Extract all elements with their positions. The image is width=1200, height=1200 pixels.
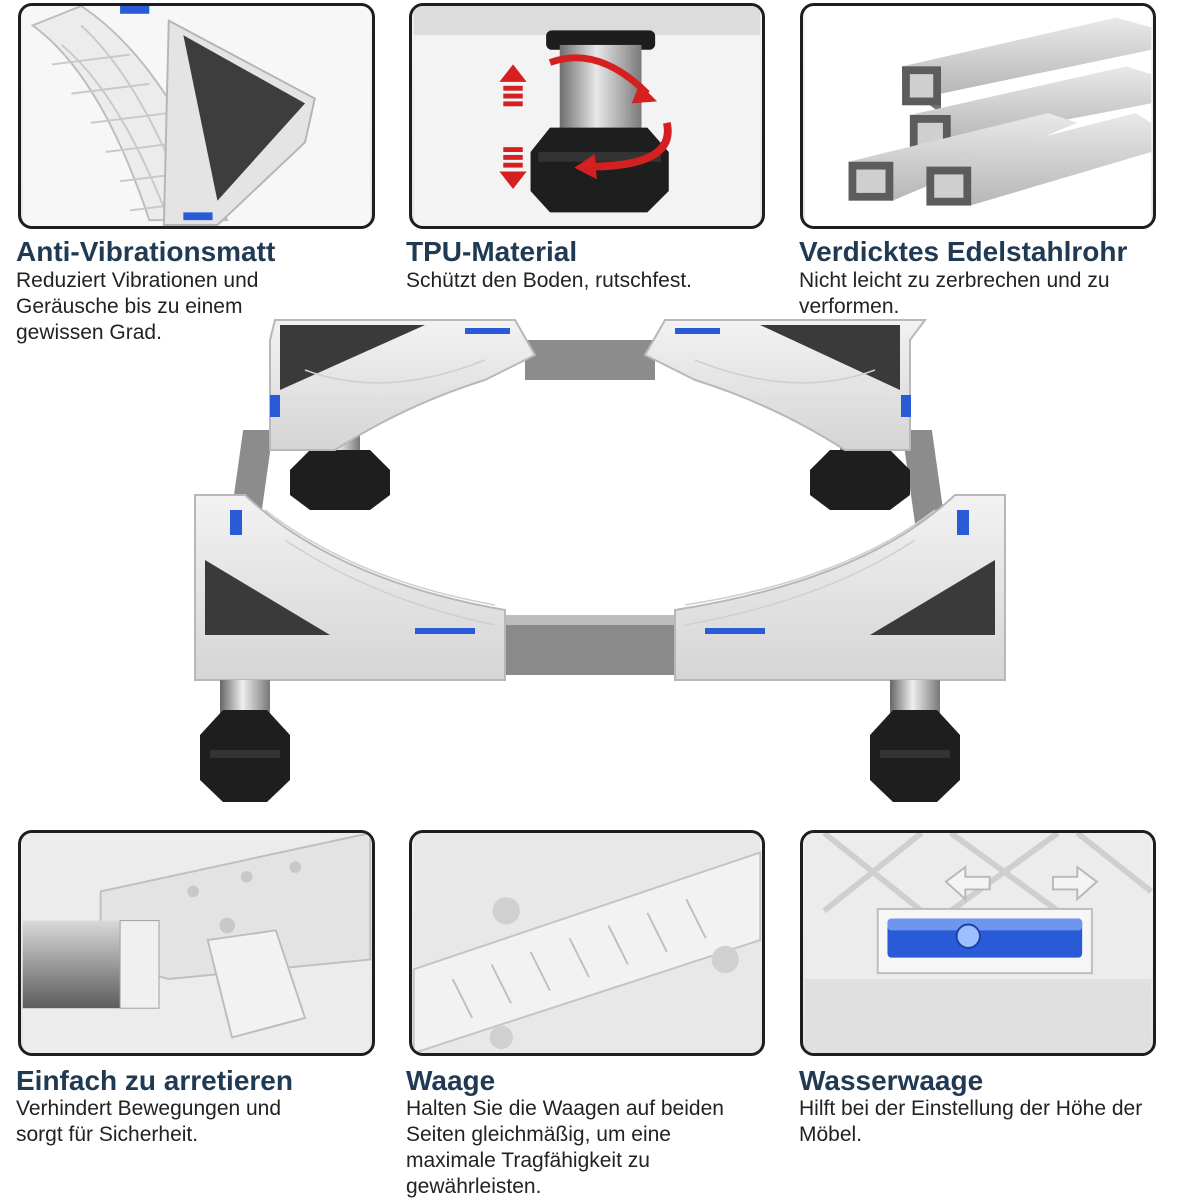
rubber-pad [183, 35, 306, 201]
tpu-foot-illustration [413, 6, 761, 226]
scale-photo [409, 830, 765, 1056]
product-illustration [194, 319, 1006, 802]
lock-illustration [22, 833, 372, 1053]
spirit-level-illustration [804, 833, 1153, 1053]
scale-illustration [412, 833, 762, 1053]
left-arrow-icon [944, 865, 991, 902]
feature-title-steel-tube: Verdicktes Edelstahlrohr [799, 236, 1128, 267]
feature-desc-tpu: Schützt den Boden, rutschfest. [406, 269, 693, 292]
down-arrow-icon [499, 147, 527, 190]
right-arrow-icon [1051, 865, 1099, 902]
feature-title-lock: Einfach zu arretieren [16, 1065, 293, 1096]
feature-title-spirit-level: Wasserwaage [799, 1065, 984, 1096]
feature-title-tpu: TPU-Material [406, 236, 578, 267]
anti-vibration-illustration [22, 6, 371, 226]
feature-title-scale: Waage [406, 1065, 496, 1096]
tpu-foot-photo [409, 3, 765, 229]
feature-desc-spirit-level: Hilft bei der Einstellung der Höhe der M… [799, 1097, 1143, 1146]
feature-desc-anti-vibration: Reduziert Vibrationen und Geräusche bis … [16, 269, 259, 344]
steel-tube-photo [800, 3, 1156, 229]
spirit-level-photo [800, 830, 1156, 1056]
up-arrow-icon [499, 64, 527, 107]
level-bubble [955, 923, 981, 949]
anti-vibration-photo [18, 3, 375, 229]
feature-desc-scale: Halten Sie die Waagen auf beiden Seiten … [406, 1097, 724, 1198]
steel-tube-illustration [804, 6, 1152, 226]
rotate-arrow-icon [548, 54, 672, 180]
feature-title-anti-vibration: Anti-Vibrationsmatt [16, 236, 276, 267]
feature-desc-steel-tube: Nicht leicht zu zerbrechen und zu verfor… [799, 269, 1110, 318]
washing-machine-base-product [185, 310, 1015, 830]
lock-photo [18, 830, 375, 1056]
feature-desc-lock: Verhindert Bewegungen und sorgt für Sich… [16, 1097, 282, 1146]
